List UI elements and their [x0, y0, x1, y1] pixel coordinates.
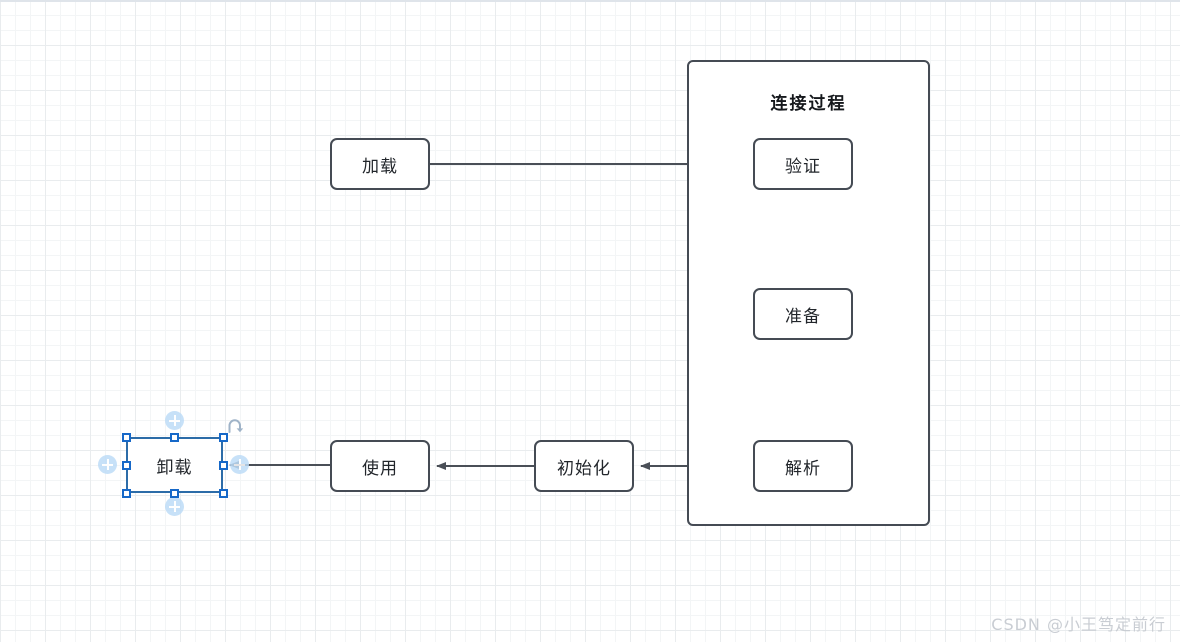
watermark: CSDN @小王笃定前行 — [991, 615, 1166, 634]
node-use[interactable]: 使用 — [330, 440, 430, 492]
connect-point-left[interactable] — [98, 455, 117, 474]
node-load-label: 加载 — [362, 156, 398, 177]
node-resolve-label: 解析 — [785, 458, 821, 479]
node-prepare-label: 准备 — [785, 306, 821, 327]
connect-point-right[interactable] — [230, 455, 249, 474]
node-load[interactable]: 加载 — [330, 138, 430, 190]
connect-point-bottom[interactable] — [165, 497, 184, 516]
resize-handle-n[interactable] — [170, 432, 179, 442]
resize-handle-sw[interactable] — [121, 488, 131, 498]
connect-point-top[interactable] — [165, 411, 184, 430]
node-unload-label: 卸载 — [156, 457, 193, 478]
resize-handle-w[interactable] — [121, 460, 131, 470]
resize-handle-s[interactable] — [170, 488, 179, 498]
node-resolve[interactable]: 解析 — [753, 440, 853, 492]
node-use-label: 使用 — [362, 458, 398, 479]
resize-handle-se[interactable] — [218, 488, 228, 498]
node-prepare[interactable]: 准备 — [753, 288, 853, 340]
container-title: 连接过程 — [770, 94, 847, 114]
node-verify-label: 验证 — [785, 156, 821, 177]
resize-handle-ne[interactable] — [218, 432, 228, 442]
resize-handle-nw[interactable] — [121, 432, 131, 442]
resize-handle-e[interactable] — [218, 460, 228, 470]
node-initialize-label: 初始化 — [557, 458, 611, 479]
node-verify[interactable]: 验证 — [753, 138, 853, 190]
rotate-icon[interactable] — [226, 418, 246, 438]
node-unload[interactable]: 卸载 — [126, 437, 223, 493]
node-initialize[interactable]: 初始化 — [534, 440, 634, 492]
